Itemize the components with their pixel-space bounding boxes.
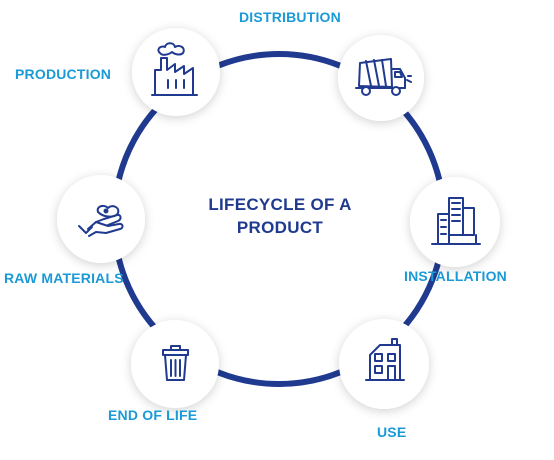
building-construction-icon: [431, 197, 481, 245]
node-installation: [410, 177, 500, 267]
node-distribution: [338, 35, 424, 121]
node-end-of-life: [131, 320, 219, 408]
node-use: [339, 319, 429, 409]
label-distribution: DISTRIBUTION: [239, 9, 341, 25]
label-installation: INSTALLATION: [404, 268, 507, 284]
title-line-2: PRODUCT: [236, 218, 324, 237]
house-icon: [365, 338, 405, 381]
label-raw-materials: RAW MATERIALS: [4, 270, 124, 286]
label-use: USE: [377, 424, 407, 440]
diagram-title: LIFECYCLE OF A PRODUCT: [170, 193, 390, 239]
title-line-1: LIFECYCLE OF A: [208, 195, 352, 214]
node-production: [132, 28, 220, 116]
trash-bin-icon: [162, 345, 189, 381]
node-raw-materials: [57, 175, 145, 263]
label-production: PRODUCTION: [15, 66, 112, 82]
garbage-truck-icon: [355, 58, 412, 96]
label-end-of-life: END OF LIFE: [108, 407, 198, 423]
hand-holding-icon: [78, 204, 124, 237]
factory-icon: [151, 42, 198, 96]
